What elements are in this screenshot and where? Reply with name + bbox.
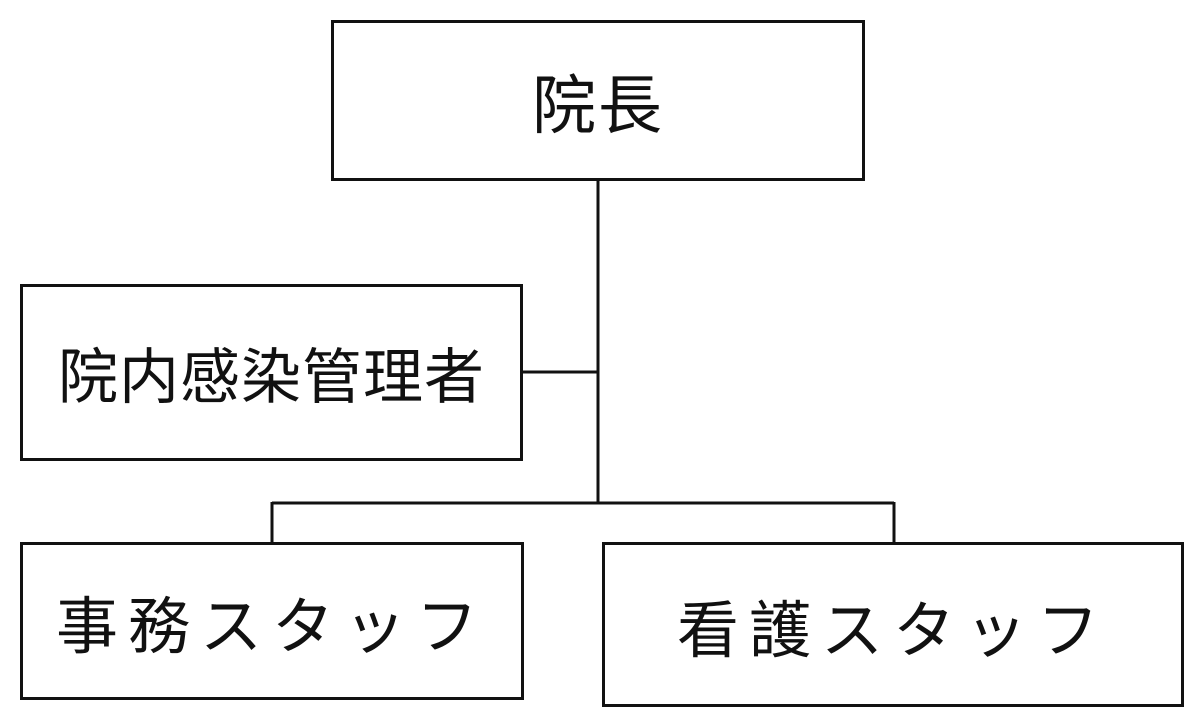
- node-infection-control-manager-label: 院内感染管理者: [58, 343, 485, 413]
- node-office-staff-label: 事務スタッフ: [55, 590, 488, 663]
- node-office-staff: 事務スタッフ: [20, 542, 524, 700]
- node-director: 院長: [331, 20, 865, 181]
- node-nursing-staff-label: 看護スタッフ: [676, 593, 1109, 667]
- node-director-label: 院長: [532, 69, 664, 144]
- node-infection-control-manager: 院内感染管理者: [20, 284, 523, 461]
- node-nursing-staff: 看護スタッフ: [602, 542, 1184, 707]
